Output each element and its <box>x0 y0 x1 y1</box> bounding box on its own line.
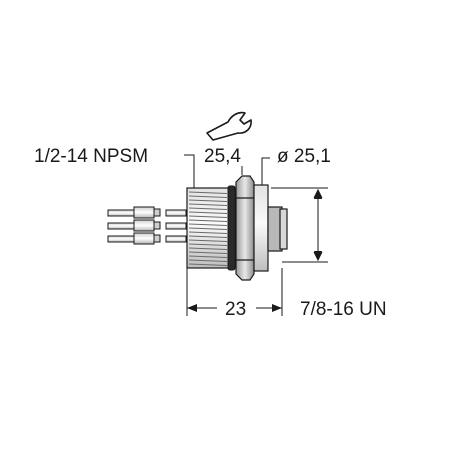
wires <box>107 206 187 245</box>
thread-line <box>188 243 228 246</box>
wire-top <box>107 206 187 219</box>
gasket <box>227 185 236 271</box>
thread-line <box>188 191 228 194</box>
length-label: 23 <box>225 299 246 320</box>
front-body <box>253 184 288 272</box>
thread-line <box>188 203 228 206</box>
dimension-arrows <box>187 189 322 312</box>
thread-line <box>188 211 228 214</box>
thread-line <box>188 231 228 234</box>
thread-line <box>188 199 228 202</box>
wire-middle <box>107 219 187 232</box>
thread-line <box>188 239 228 242</box>
thread-line <box>188 259 228 262</box>
wrench-size-label: 25,4 <box>204 146 241 167</box>
diameter-label: ø 25,1 <box>277 146 331 167</box>
thread-line <box>188 235 228 238</box>
thread-line <box>188 207 228 210</box>
thread-line <box>188 215 228 218</box>
thread-line <box>188 255 228 258</box>
threaded-body <box>186 187 234 269</box>
thread-line <box>188 251 228 254</box>
thread-line <box>188 219 228 222</box>
connector-thread-label: 7/8-16 UN <box>300 299 387 320</box>
thread-line <box>188 195 228 198</box>
thread-line <box>188 263 228 266</box>
wire-bottom <box>107 232 187 245</box>
wrench-icon <box>206 111 252 141</box>
dimensions <box>184 154 328 316</box>
hex-nut <box>235 175 255 281</box>
thread-line <box>188 227 228 230</box>
thread-line <box>188 247 228 250</box>
thread-label: 1/2-14 NPSM <box>34 146 148 167</box>
thread-line <box>188 223 228 226</box>
